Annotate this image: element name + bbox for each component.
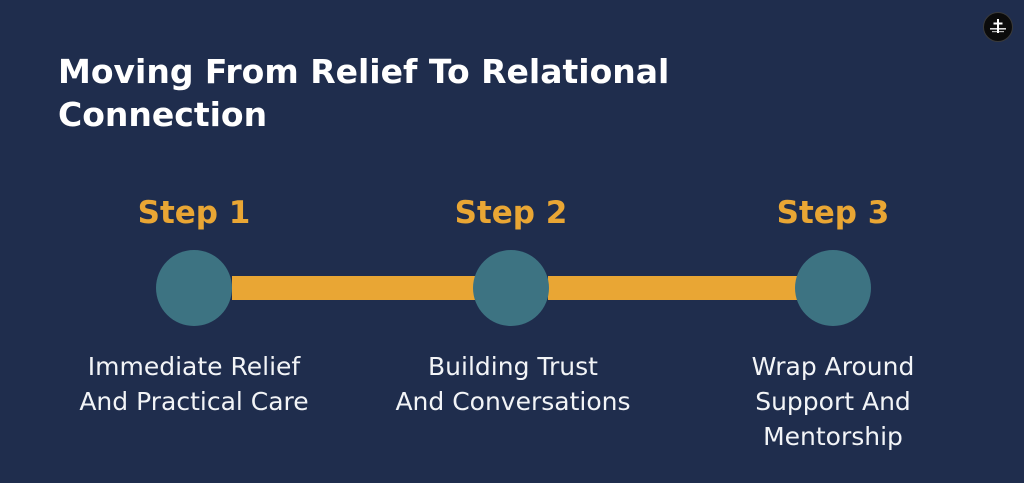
- step-2-label: Step 2: [454, 195, 568, 231]
- step-1-node: [156, 250, 232, 326]
- step-3-description-line: Wrap Around: [751, 352, 915, 381]
- title-line-2: Connection: [58, 95, 268, 134]
- step-2-node: [473, 250, 549, 326]
- step-1-description-line: Immediate Relief: [87, 352, 301, 381]
- church-logo-icon: [983, 12, 1013, 42]
- step-3-node: [795, 250, 871, 326]
- page-title: Moving From Relief To Relational Connect…: [58, 50, 758, 136]
- step-1-label: Step 1: [137, 195, 251, 231]
- step-3-label: Step 3: [776, 195, 890, 231]
- step-2-description-line: And Conversations: [395, 387, 631, 416]
- timeline-connector-1-2: [232, 276, 476, 300]
- step-3-description-line: Mentorship: [763, 422, 903, 451]
- step-1-description-line: And Practical Care: [79, 387, 309, 416]
- step-3-description: Wrap Around Support And Mentorship: [683, 349, 983, 454]
- step-2-description-line: Building Trust: [428, 352, 598, 381]
- step-2-description: Building Trust And Conversations: [363, 349, 663, 419]
- step-3-description-line: Support And: [755, 387, 911, 416]
- title-line-1: Moving From Relief To Relational: [58, 52, 670, 91]
- timeline-connector-2-3: [548, 276, 798, 300]
- step-1-description: Immediate Relief And Practical Care: [44, 349, 344, 419]
